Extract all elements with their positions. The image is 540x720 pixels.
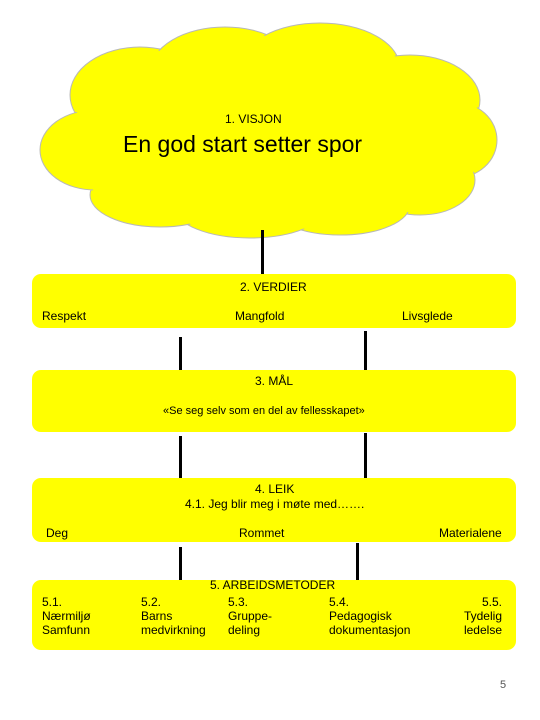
- method-line: Barns: [141, 609, 173, 623]
- method-number: 5.3.: [228, 595, 249, 609]
- method-number: 5.2.: [141, 595, 162, 609]
- method-line: medvirkning: [141, 623, 206, 637]
- goals-quote: «Se seg selv som en del av fellesskapet»: [163, 405, 365, 417]
- methods-box: [32, 580, 516, 650]
- play-item: Materialene: [439, 526, 502, 540]
- value-item: Livsglede: [402, 309, 453, 323]
- play-box: [32, 478, 516, 542]
- vision-title: En god start setter spor: [123, 131, 363, 157]
- play-subtitle: 4.1. Jeg blir meg i møte med…….: [185, 497, 365, 511]
- method-line: Tydelig: [463, 609, 502, 623]
- value-item: Respekt: [42, 309, 87, 323]
- connector-line: [179, 436, 182, 478]
- goals-label: 3. MÅL: [255, 374, 294, 388]
- page-number: 5: [500, 679, 507, 691]
- vision-cloud: [39, 22, 498, 239]
- method-line: Gruppe-: [228, 609, 273, 623]
- method-number: 5.5.: [481, 595, 502, 609]
- value-item: Mangfold: [235, 309, 285, 323]
- vision-label: 1. VISJON: [225, 112, 282, 126]
- connector-line: [356, 543, 359, 581]
- connector-line: [179, 547, 182, 581]
- play-label: 4. LEIK: [255, 482, 295, 496]
- values-label: 2. VERDIER: [240, 280, 307, 294]
- connector-line: [179, 337, 182, 373]
- play-item: Deg: [46, 526, 69, 540]
- method-item-5-2: 5.2. Barns medvirkning: [141, 595, 206, 637]
- method-line: Samfunn: [42, 623, 91, 637]
- method-line: ledelse: [463, 623, 502, 637]
- method-item-5-1: 5.1. Nærmiljø Samfunn: [42, 595, 91, 637]
- method-number: 5.4.: [329, 595, 350, 609]
- play-item: Rommet: [239, 526, 285, 540]
- connector-line: [364, 433, 367, 478]
- method-item-5-4: 5.4. Pedagogisk dokumentasjon: [329, 595, 410, 637]
- method-line: Pedagogisk: [329, 609, 392, 623]
- connector-line: [364, 331, 367, 373]
- goals-box: [32, 370, 516, 432]
- method-line: deling: [228, 623, 261, 637]
- method-line: dokumentasjon: [329, 623, 411, 637]
- method-item-5-5: 5.5. Tydelig ledelse: [446, 595, 502, 637]
- methods-label: 5. ARBEIDSMETODER: [210, 578, 336, 592]
- method-line: Nærmiljø: [42, 609, 91, 623]
- values-box: [32, 274, 516, 328]
- connector-line: [261, 230, 264, 275]
- method-number: 5.1.: [42, 595, 63, 609]
- method-item-5-3: 5.3. Gruppe- deling: [228, 595, 272, 637]
